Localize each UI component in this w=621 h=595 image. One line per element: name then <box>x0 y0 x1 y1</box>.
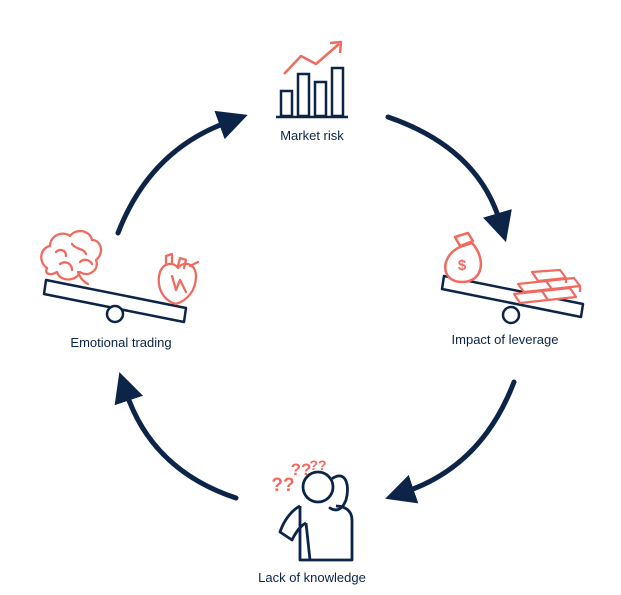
label-emotional-trading: Emotional trading <box>70 335 172 350</box>
question-mark-1: ?? <box>271 475 294 496</box>
confused-person-question-marks-icon: ?? ?? ?? <box>271 457 354 562</box>
heart-icon <box>157 252 200 306</box>
arrow-emotional-to-market <box>115 110 248 236</box>
gold-bars-icon <box>512 268 582 305</box>
money-bag-vs-gold-bars-scale-icon: $ <box>440 231 585 325</box>
bar-chart-trend-up-icon <box>276 40 348 119</box>
label-lack-of-knowledge: Lack of knowledge <box>258 570 366 585</box>
money-bag-icon: $ <box>444 231 483 284</box>
brain-vs-heart-scale-icon <box>40 229 200 324</box>
question-mark-3: ?? <box>309 457 326 473</box>
question-mark-2: ?? <box>291 460 312 479</box>
brain-icon <box>40 229 103 286</box>
label-impact-of-leverage: Impact of leverage <box>451 332 559 347</box>
label-market-risk: Market risk <box>280 128 344 143</box>
arrow-market-to-leverage <box>385 114 512 243</box>
arrow-knowledge-to-emotional <box>114 372 239 501</box>
question-marks-icon: ?? ?? ?? <box>271 457 326 496</box>
dollar-sign: $ <box>458 257 467 274</box>
arrow-leverage-to-knowledge <box>385 379 517 504</box>
